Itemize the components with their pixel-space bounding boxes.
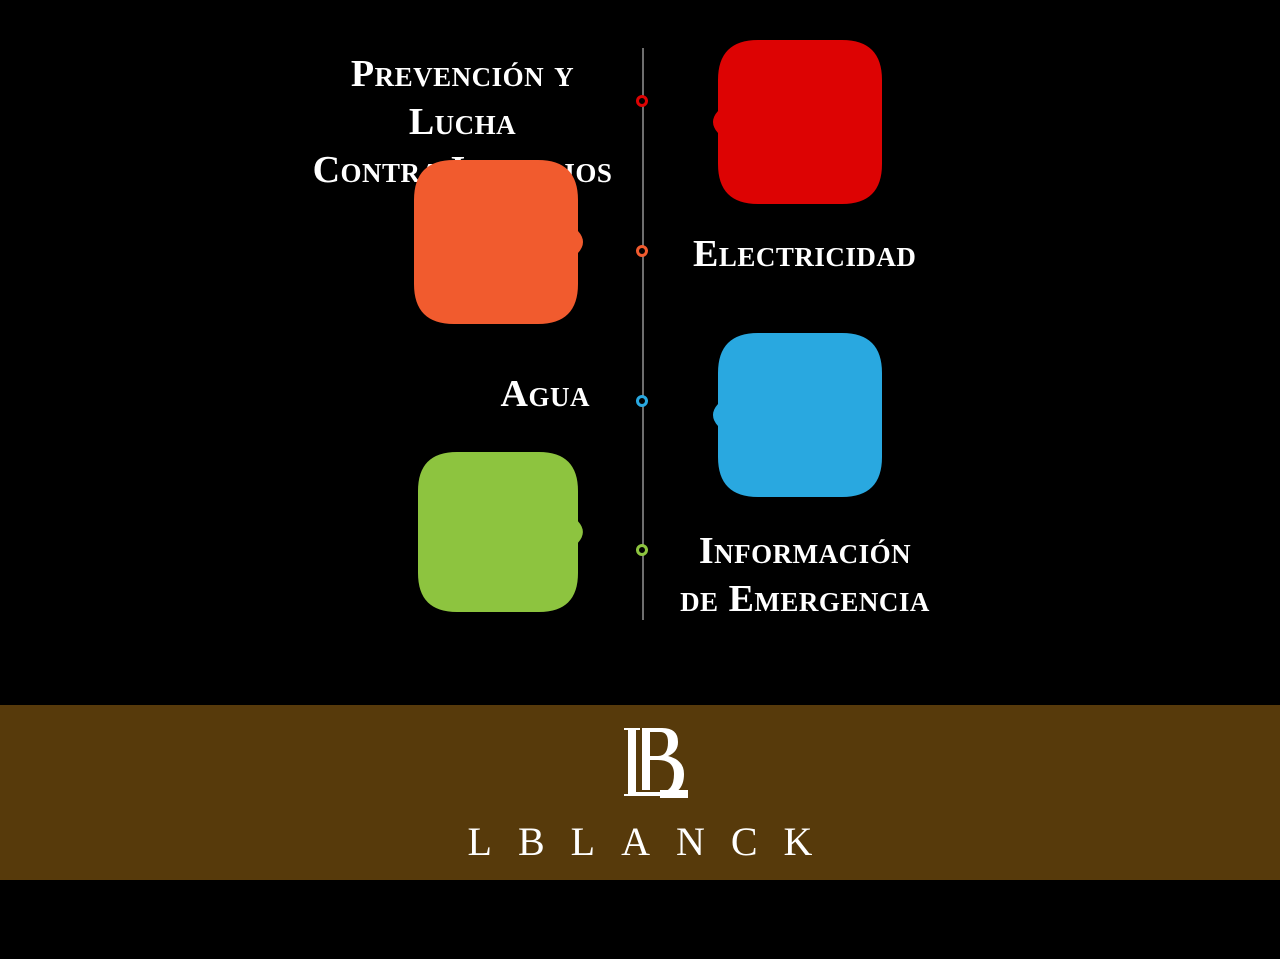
- speech-bubble-electricity-shape: [414, 160, 583, 324]
- brand-name: LBLANCK: [467, 819, 839, 864]
- topic-label-water: Agua: [480, 370, 620, 418]
- topic-label-electricity: Electricidad: [693, 230, 993, 278]
- speech-bubble-emergency-shape: [418, 452, 583, 612]
- topic-label-emergency: Información de Emergencia: [680, 527, 930, 623]
- topic-label-water-line1: Agua: [500, 373, 590, 415]
- topic-label-electricity-line1: Electricidad: [693, 233, 917, 275]
- lblanck-logo-icon: [620, 726, 690, 800]
- speech-bubble-fire: [713, 40, 882, 204]
- speech-bubble-emergency: [418, 452, 583, 612]
- timeline-line: [642, 48, 644, 620]
- speech-bubble-water: [713, 333, 882, 497]
- timeline-node-electricity: [636, 245, 648, 257]
- speech-bubble-water-shape: [713, 333, 882, 497]
- topic-label-fire-line1: Prevención y Lucha: [350, 53, 575, 143]
- speech-bubble-electricity: [414, 160, 583, 324]
- timeline-node-water: [636, 395, 648, 407]
- topic-label-emergency-line1: Información: [698, 530, 912, 572]
- timeline-node-emergency: [636, 544, 648, 556]
- timeline-node-fire: [636, 95, 648, 107]
- speech-bubble-fire-shape: [713, 40, 882, 204]
- topic-label-emergency-line2: de Emergencia: [680, 578, 930, 620]
